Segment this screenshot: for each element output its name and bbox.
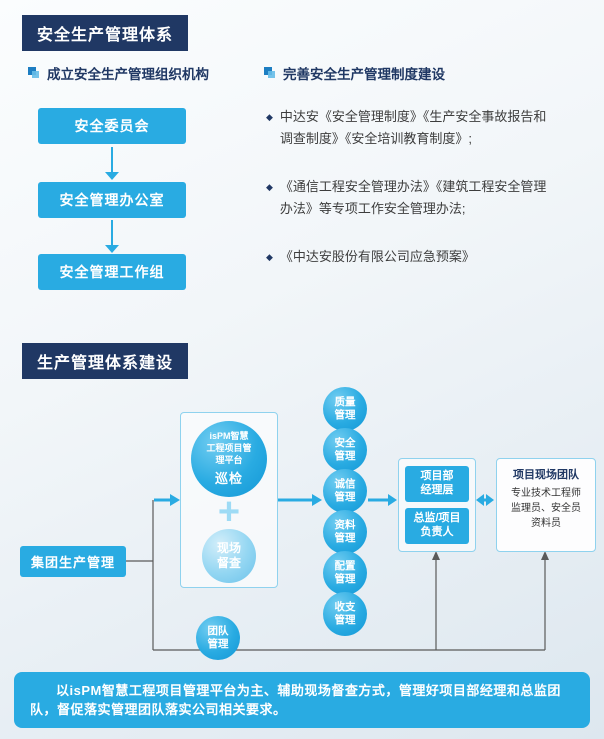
org-box-safety-committee: 安全委员会 [38,108,186,144]
platform-mode: 巡检 [214,470,243,486]
team-management-circle: 团队管理 [196,616,240,660]
circle-label: 配置管理 [334,560,356,585]
circle-label: 质量管理 [334,396,356,421]
project-manager-box: 项目部经理层 [405,466,469,502]
org-heading-label: 成立安全生产管理组织机构 [47,67,209,82]
site-team-line: 监理员、安全员 [511,503,581,514]
director-box: 总监/项目负责人 [405,508,469,544]
circle-label: 资料管理 [334,519,356,544]
bullet-item: ◆ 中达安《安全管理制度》《生产安全事故报告和调查制度》《安全培训教育制度》; [266,106,586,150]
manager-group-panel: 项目部经理层 总监/项目负责人 [398,458,476,552]
down-arrow-icon [105,220,119,253]
platform-panel: isPM智慧工程项目管理平台 巡检 + 现场督查 [180,412,278,588]
org-box-safety-workgroup: 安全管理工作组 [38,254,186,290]
integrity-management-circle: 诚信管理 [323,469,367,513]
site-team-panel: 项目现场团队 专业技术工程师 监理员、安全员 资料员 [496,458,596,552]
document-management-circle: 资料管理 [323,510,367,554]
revenue-management-circle: 收支管理 [323,592,367,636]
site-team-title: 项目现场团队 [513,469,579,481]
org-box-safety-office: 安全管理办公室 [38,182,186,218]
rules-bullet-list: ◆ 中达安《安全管理制度》《生产安全事故报告和调查制度》《安全培训教育制度》; … [266,106,586,294]
diamond-bullet-icon: ◆ [266,252,273,262]
bullet-item: ◆ 《通信工程安全管理办法》《建筑工程安全管理办法》等专项工作安全管理办法; [266,176,586,220]
quality-management-circle: 质量管理 [323,387,367,431]
circle-label: 团队管理 [207,625,229,650]
circle-label: 收支管理 [334,601,356,626]
safety-management-circle: 安全管理 [323,428,367,472]
site-supervision-circle: 现场督查 [202,529,256,583]
diamond-bullet-icon: ◆ [266,182,273,192]
production-section-badge: 生产管理体系建设 [22,343,189,379]
platform-name: isPM智慧工程项目管理平台 [206,431,252,465]
plus-icon: + [217,491,241,533]
box-label: 项目部经理层 [420,470,454,496]
site-supervision-label: 现场督查 [216,541,241,570]
circle-label: 诚信管理 [334,478,356,503]
site-team-line: 资料员 [531,518,561,529]
section-marker-icon [264,67,276,79]
box-label: 总监/项目负责人 [413,512,461,538]
summary-banner: 以isPM智慧工程项目管理平台为主、辅助现场督查方式，管理好项目部经理和总监团队… [14,672,590,728]
site-team-line: 专业技术工程师 [511,488,581,499]
rules-heading-label: 完善安全生产管理制度建设 [283,67,445,82]
org-heading: 成立安全生产管理组织机构 [28,63,209,83]
bullet-text: 《中达安股份有限公司应急预案》 [279,249,475,264]
safety-section-badge: 安全生产管理体系 [22,15,189,51]
bullet-item: ◆ 《中达安股份有限公司应急预案》 [266,246,586,268]
diamond-bullet-icon: ◆ [266,112,273,122]
circle-label: 安全管理 [334,437,356,462]
rules-heading: 完善安全生产管理制度建设 [264,63,445,83]
down-arrow-icon [105,147,119,180]
section-marker-icon [28,67,40,79]
configuration-management-circle: 配置管理 [323,551,367,595]
platform-circle: isPM智慧工程项目管理平台 巡检 [191,421,267,497]
bullet-text: 中达安《安全管理制度》《生产安全事故报告和调查制度》《安全培训教育制度》; [279,109,547,146]
bullet-text: 《通信工程安全管理办法》《建筑工程安全管理办法》等专项工作安全管理办法; [279,179,547,216]
group-management-box: 集团生产管理 [20,546,126,577]
